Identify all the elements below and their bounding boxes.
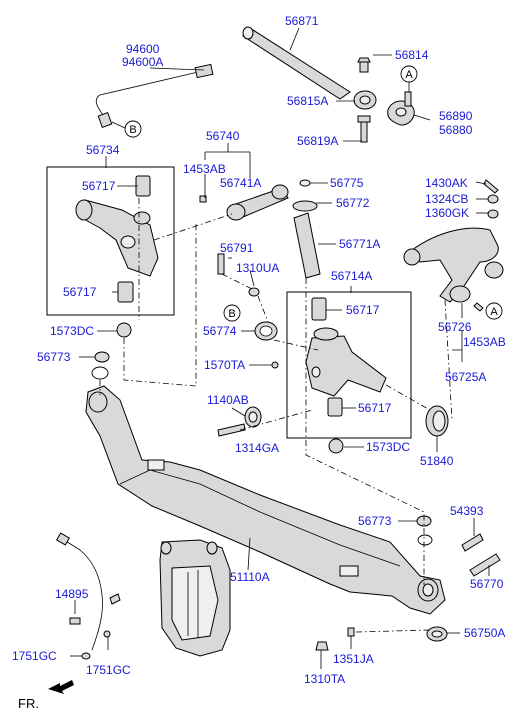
abs-sensor-part	[95, 63, 214, 128]
label-1430ak: 1430AK	[425, 176, 468, 190]
label-1573dc-left: 1573DC	[50, 324, 94, 338]
bushing-hardware-part	[473, 179, 499, 312]
knuckle-left-part	[75, 175, 159, 303]
label-56814: 56814	[395, 48, 429, 62]
label-1570ta: 1570TA	[204, 358, 245, 372]
label-56771a: 56771A	[339, 237, 380, 251]
knuckle-box-left	[46, 166, 175, 316]
callout-b-top: B	[111, 120, 142, 138]
label-1310ua: 1310UA	[236, 261, 279, 275]
oil-seal-part	[425, 405, 449, 437]
label-56774: 56774	[203, 324, 237, 338]
label-1310ta: 1310TA	[304, 672, 345, 686]
tie-rod-part	[242, 26, 351, 100]
part-labels: 94600 94600A 56871 56814 56815A 56890 56…	[12, 14, 506, 686]
label-56734: 56734	[86, 143, 120, 157]
label-56773-left: 56773	[37, 350, 71, 364]
label-56880: 56880	[439, 123, 473, 137]
leader-lines	[70, 27, 490, 669]
bushing-left-part	[91, 322, 132, 380]
label-56726: 56726	[438, 320, 472, 334]
axle-beam-part	[85, 385, 446, 615]
callout-a-top: A	[400, 65, 418, 92]
front-arrow-icon	[48, 680, 74, 694]
label-14895: 14895	[55, 587, 89, 601]
brake-caliper-part	[159, 539, 231, 657]
label-94600: 94600	[126, 42, 160, 56]
label-54393: 54393	[450, 504, 484, 518]
washer-1570TA-part	[271, 361, 279, 369]
upper-arm-left-part	[199, 184, 289, 221]
label-51840: 51840	[420, 454, 454, 468]
label-56717-c: 56717	[346, 303, 380, 317]
label-56717-b: 56717	[63, 285, 97, 299]
label-94600a: 94600A	[122, 55, 163, 69]
brake-hose-part	[55, 532, 121, 660]
label-1751gc-left: 1751GC	[12, 649, 57, 663]
upper-control-arm-part	[403, 227, 504, 303]
label-56871: 56871	[285, 14, 319, 28]
svg-text:B: B	[228, 308, 235, 320]
svg-text:A: A	[490, 306, 498, 318]
callout-b-mid: B	[223, 304, 241, 322]
label-1453ab-top: 1453AB	[183, 162, 226, 176]
label-56740: 56740	[206, 129, 240, 143]
label-56791: 56791	[220, 241, 254, 255]
label-1324cb: 1324CB	[425, 192, 468, 206]
knuckle-right-part	[305, 297, 387, 417]
label-56717-a: 56717	[82, 179, 116, 193]
tie-rod-clamp-part	[353, 57, 377, 143]
label-56741a: 56741A	[220, 176, 261, 190]
label-56770: 56770	[470, 577, 504, 591]
bolts-small-part	[217, 253, 260, 297]
seal-part	[254, 321, 278, 341]
label-51110a: 51110A	[230, 570, 270, 584]
label-56890: 56890	[439, 109, 473, 123]
bolt-ring-part	[217, 406, 262, 437]
label-56714a: 56714A	[331, 269, 372, 283]
label-56773-right: 56773	[358, 514, 392, 528]
label-1140ab: 1140AB	[207, 393, 249, 407]
front-direction-label: FR.	[18, 696, 39, 711]
label-1360gk: 1360GK	[425, 206, 469, 220]
label-56772: 56772	[336, 196, 370, 210]
label-56717-d: 56717	[358, 401, 392, 415]
label-1351ja: 1351JA	[333, 652, 374, 666]
callout-a-right: A	[485, 302, 503, 320]
label-1314ga: 1314GA	[235, 441, 279, 455]
label-56725a: 56725A	[445, 370, 486, 384]
label-56750a: 56750A	[464, 626, 505, 640]
assembly-lines	[99, 198, 453, 633]
front-direction-indicator: FR.	[18, 680, 74, 711]
label-56775: 56775	[330, 176, 364, 190]
label-1573dc-right: 1573DC	[366, 440, 410, 454]
label-1453ab-right: 1453AB	[463, 335, 506, 349]
label-56815a: 56815A	[287, 94, 328, 108]
knuckle-box-right	[286, 291, 412, 439]
king-pin-part	[292, 179, 321, 279]
ball-joint-part	[387, 91, 415, 126]
bushing-right-part	[328, 438, 344, 454]
svg-text:A: A	[405, 69, 413, 81]
label-56819a: 56819A	[297, 134, 338, 148]
label-1751gc-right: 1751GC	[86, 663, 131, 677]
svg-text:B: B	[129, 124, 136, 136]
